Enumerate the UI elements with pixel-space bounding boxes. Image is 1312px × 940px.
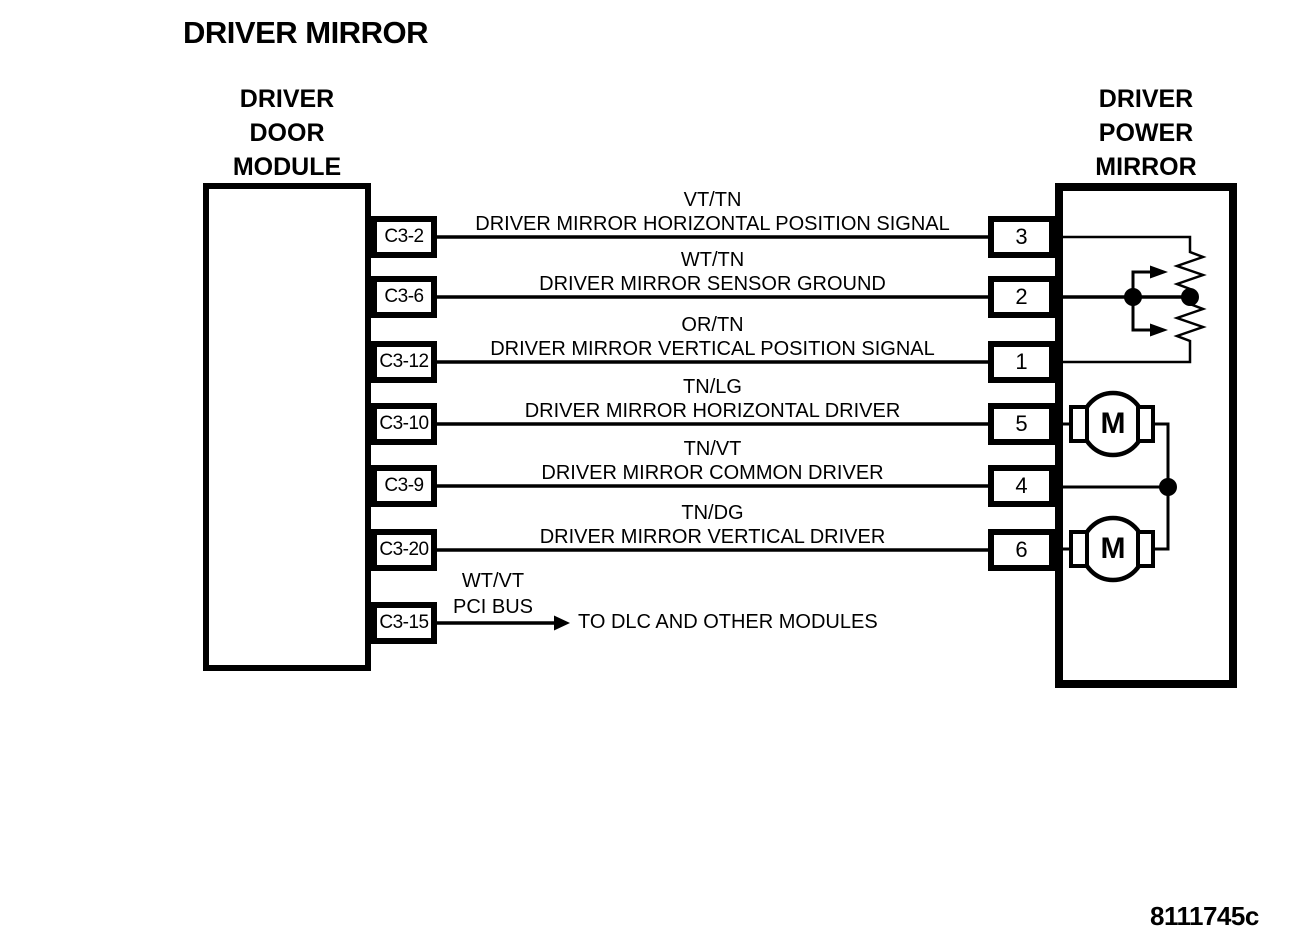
mirror-pin-5: 5: [988, 403, 1055, 445]
mirror-pin-1: 1: [988, 341, 1055, 383]
connector-pin-c3-20: C3-20: [371, 529, 437, 571]
connector-pin-label: C3-15: [379, 612, 429, 633]
potentiometer-upper-resistor: [1058, 235, 1207, 297]
wire-signal-name: DRIVER MIRROR VERTICAL DRIVER: [539, 526, 886, 548]
motor-lead: [1152, 422, 1170, 487]
connector-pin-c3-10: C3-10: [371, 403, 437, 445]
horizontal-motor-label: M: [1100, 407, 1126, 440]
motor-lead: [1152, 487, 1170, 551]
bus-wire-color-code: WT/VT: [461, 570, 525, 592]
wire-color-code: TN/DG: [681, 502, 744, 524]
potentiometer-lower-resistor: [1058, 297, 1207, 364]
page-title: DRIVER MIRROR: [183, 15, 428, 50]
pci-bus-arrow-icon: [554, 615, 570, 631]
mirror-pin-4: 4: [988, 465, 1055, 507]
right-module-header: DRIVER POWER MIRROR: [1055, 82, 1237, 184]
motor-brush: [1069, 530, 1089, 568]
connector-pin-c3-2: C3-2: [371, 216, 437, 258]
connector-pin-label: C3-12: [379, 351, 429, 372]
mirror-pin-label: 3: [1015, 224, 1028, 249]
left-module-header: DRIVER DOOR MODULE: [203, 82, 371, 184]
wire-color-code: VT/TN: [683, 189, 742, 211]
mirror-pin-6: 6: [988, 529, 1055, 571]
left-module-header-line1: DRIVER: [239, 85, 335, 113]
bus-destination-text: TO DLC AND OTHER MODULES: [578, 611, 878, 633]
connector-pin-label: C3-10: [379, 413, 429, 434]
horizontal-motor-icon: [1058, 390, 1170, 487]
motor-brush: [1136, 405, 1155, 443]
wire-signal-name: DRIVER MIRROR VERTICAL POSITION SIGNAL: [490, 338, 935, 360]
connector-pin-label: C3-20: [379, 539, 429, 560]
driver-door-module-box: [203, 183, 371, 671]
motor-brush: [1136, 530, 1155, 568]
wire-color-code: WT/TN: [680, 249, 745, 271]
wiper-lower-arrow-icon: [1150, 323, 1168, 337]
connector-pin-c3-9: C3-9: [371, 465, 437, 507]
wire-lines: [437, 235, 988, 625]
wire-signal-name: DRIVER MIRROR HORIZONTAL POSITION SIGNAL: [475, 213, 950, 235]
connector-pin-c3-15: C3-15: [371, 602, 437, 644]
mirror-pin-label: 6: [1015, 537, 1028, 562]
wire-color-code: OR/TN: [681, 314, 744, 336]
wiper-upper-arrow-icon: [1150, 265, 1168, 279]
right-module-header-line3: MIRROR: [1095, 153, 1197, 181]
vertical-motor-icon: [1058, 487, 1170, 583]
mirror-pin-label: 1: [1015, 349, 1028, 374]
right-module-header-line2: POWER: [1098, 119, 1194, 147]
connector-pin-label: C3-6: [384, 286, 424, 307]
connector-pin-label: C3-2: [384, 226, 424, 247]
wiper-lower-arm: [1131, 297, 1150, 332]
left-module-header-line2: DOOR: [249, 119, 325, 147]
mirror-pin-3: 3: [988, 216, 1055, 258]
connector-pin-label: C3-9: [384, 475, 424, 496]
mirror-pin-label: 2: [1015, 284, 1028, 309]
mirror-pin-2: 2: [988, 276, 1055, 318]
left-module-header-line3: MODULE: [232, 153, 342, 181]
motor-brush: [1069, 405, 1089, 443]
junction-dot: [1124, 288, 1142, 306]
mirror-pin-label: 4: [1015, 473, 1028, 498]
wire-color-code: TN/LG: [683, 376, 742, 398]
wire-signal-name: DRIVER MIRROR SENSOR GROUND: [539, 273, 886, 295]
right-module-header-line1: DRIVER: [1098, 85, 1194, 113]
connector-pin-c3-12: C3-12: [371, 341, 437, 383]
document-id: 8111745c: [1150, 901, 1259, 931]
bus-wire-name: PCI BUS: [452, 596, 534, 618]
wire-signal-name: DRIVER MIRROR HORIZONTAL DRIVER: [524, 400, 901, 422]
wire-color-code: TN/VT: [683, 438, 742, 460]
mirror-pin-label: 5: [1015, 411, 1028, 436]
connector-pin-c3-6: C3-6: [371, 276, 437, 318]
vertical-motor-label: M: [1100, 532, 1126, 565]
junction-dot: [1181, 288, 1199, 306]
wire-signal-name: DRIVER MIRROR COMMON DRIVER: [541, 462, 884, 484]
